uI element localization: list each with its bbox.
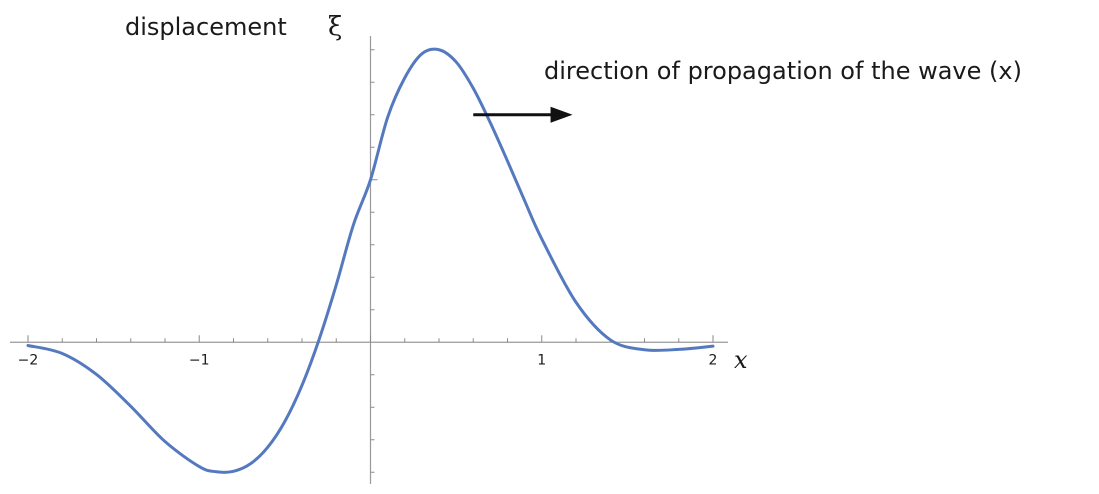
propagation-arrow-head	[550, 106, 573, 123]
x-tick-labels: −2 −1 1 2	[18, 352, 718, 368]
y-axis-label: displacement	[125, 13, 287, 41]
x-tick-label: −2	[18, 352, 39, 368]
x-axis-label: x	[734, 346, 748, 374]
x-tick-label: 2	[709, 352, 718, 368]
axes	[10, 36, 728, 484]
x-tick-label: −1	[189, 352, 210, 368]
propagation-annotation: direction of propagation of the wave (x)	[544, 57, 1022, 85]
annotation: direction of propagation of the wave (x)	[473, 57, 1022, 123]
series	[26, 47, 715, 474]
wave-curve	[26, 47, 715, 474]
y-axis-symbol: ξ	[328, 12, 342, 42]
x-tick-label: 1	[537, 352, 546, 368]
axis-ticks	[27, 49, 714, 473]
